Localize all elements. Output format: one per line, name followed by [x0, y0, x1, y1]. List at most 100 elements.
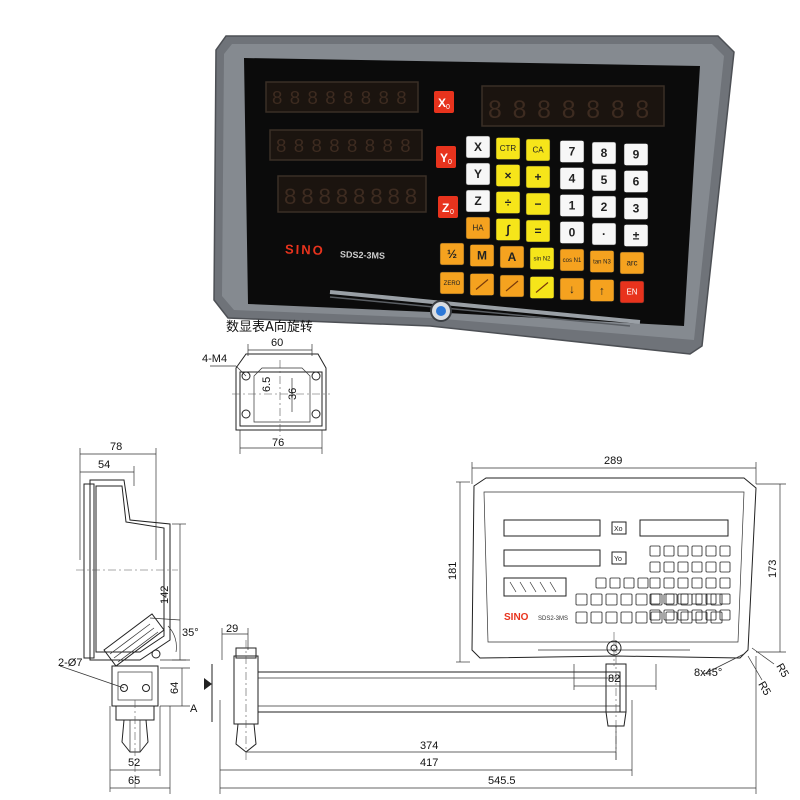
arm-view: 29 374 417 545.5 — [219, 623, 757, 794]
key-3-2[interactable]: = — [525, 219, 551, 243]
key-0-2[interactable]: CA — [525, 138, 551, 162]
front-key — [663, 561, 675, 573]
segment-digit: 8 — [272, 87, 282, 108]
dim-front-mount: 82 — [608, 673, 620, 685]
front-view: 289 181 173 Xo Yo SINO SDS2-3MS — [447, 455, 791, 698]
key-4-6[interactable]: arc — [619, 251, 645, 275]
key-0-3[interactable]: 7 — [559, 140, 585, 163]
key-4-0[interactable]: ½ — [439, 242, 465, 266]
key-4-5[interactable]: tan N3 — [589, 250, 615, 273]
key-3-3[interactable]: 0 — [559, 221, 585, 244]
key-1-2[interactable]: + — [525, 165, 551, 189]
svg-text:=: = — [534, 224, 541, 238]
svg-text:↓: ↓ — [569, 282, 575, 296]
key-1-1[interactable]: × — [495, 164, 521, 187]
front-key — [575, 611, 588, 624]
svg-text:M: M — [477, 249, 487, 263]
front-key — [677, 593, 689, 605]
segment-digit: 8 — [301, 184, 313, 209]
segment-digit: 8 — [353, 184, 365, 209]
svg-text:HA: HA — [472, 224, 484, 233]
key-4-3[interactable]: sin N2 — [529, 247, 555, 270]
dim-side-top-2: 54 — [98, 459, 110, 471]
svg-text:±: ± — [633, 229, 640, 243]
svg-text:arc: arc — [626, 259, 637, 268]
key-4-4[interactable]: cos N1 — [559, 248, 585, 272]
key-3-4[interactable]: · — [591, 222, 617, 246]
front-key — [620, 593, 633, 606]
key-4-1[interactable]: M — [469, 244, 495, 267]
key-0-5[interactable]: 9 — [623, 143, 649, 166]
key-2-1[interactable]: ÷ — [495, 191, 521, 214]
front-key — [649, 545, 661, 557]
key-2-5[interactable]: 3 — [623, 197, 649, 220]
svg-text:5: 5 — [601, 173, 608, 187]
segment-digit: 8 — [537, 97, 551, 124]
front-key — [649, 609, 661, 621]
dim-side-bottom-2: 65 — [128, 775, 140, 787]
key-3-1[interactable]: ∫ — [495, 218, 521, 241]
front-key — [635, 611, 648, 624]
key-5-1[interactable] — [469, 273, 495, 296]
front-key — [705, 545, 717, 557]
segment-digit: 8 — [319, 184, 331, 209]
segment-digit: 8 — [308, 87, 318, 108]
key-0-4[interactable]: 8 — [591, 141, 617, 165]
svg-text:tan N3: tan N3 — [593, 260, 611, 266]
front-key — [609, 577, 621, 589]
key-1-0[interactable]: Y — [465, 162, 491, 186]
front-key — [710, 611, 723, 624]
key-2-3[interactable]: 1 — [559, 194, 585, 217]
front-model-label: SDS2-3MS — [538, 616, 568, 622]
key-4-2[interactable]: A — [499, 245, 525, 269]
front-key — [650, 611, 663, 624]
segment-digit: 8 — [562, 97, 576, 124]
key-5-0[interactable]: ZERO — [439, 271, 465, 295]
segment-digit: 8 — [586, 97, 600, 124]
svg-text:6: 6 — [633, 175, 640, 189]
front-key — [665, 611, 678, 624]
segment-digit: 8 — [276, 135, 286, 156]
segment-digit: 8 — [312, 135, 322, 156]
label-radius-2: R5 — [755, 680, 772, 698]
key-1-3[interactable]: 4 — [559, 167, 585, 190]
segment-digit: 8 — [365, 135, 375, 156]
key-3-0[interactable]: HA — [465, 216, 491, 240]
svg-text:3: 3 — [633, 202, 640, 216]
svg-text:ZERO: ZERO — [444, 281, 461, 287]
key-0-1[interactable]: CTR — [495, 137, 521, 160]
dim-mount-bottom: 76 — [272, 437, 284, 449]
key-2-0[interactable]: Z — [465, 189, 491, 213]
key-5-5[interactable]: ↑ — [589, 279, 615, 302]
key-5-3[interactable] — [529, 276, 555, 299]
key-1-4[interactable]: 5 — [591, 168, 617, 192]
dim-front-height-right: 173 — [767, 560, 779, 578]
key-3-5[interactable]: ± — [623, 224, 649, 247]
svg-text:÷: ÷ — [505, 196, 512, 210]
front-key — [691, 561, 703, 573]
svg-text:Z: Z — [442, 201, 449, 215]
front-key — [677, 545, 689, 557]
front-key — [677, 609, 689, 621]
front-key — [705, 577, 717, 589]
label-mount-holes: 4-M4 — [202, 353, 227, 365]
front-key — [623, 577, 635, 589]
svg-text:0: 0 — [448, 159, 452, 166]
svg-text:↑: ↑ — [599, 284, 605, 298]
key-5-6[interactable]: EN — [619, 280, 645, 304]
svg-text:4: 4 — [569, 172, 576, 186]
svg-text:X: X — [438, 96, 446, 110]
key-5-2[interactable] — [499, 274, 525, 298]
segment-digit: 8 — [329, 135, 339, 156]
key-0-0[interactable]: X — [465, 135, 491, 159]
key-5-4[interactable]: ↓ — [559, 277, 585, 301]
front-key — [590, 593, 603, 606]
key-2-4[interactable]: 2 — [591, 195, 617, 219]
front-key — [719, 609, 731, 621]
svg-text:−: − — [534, 197, 541, 211]
key-1-5[interactable]: 6 — [623, 170, 649, 193]
key-2-2[interactable]: − — [525, 192, 551, 216]
